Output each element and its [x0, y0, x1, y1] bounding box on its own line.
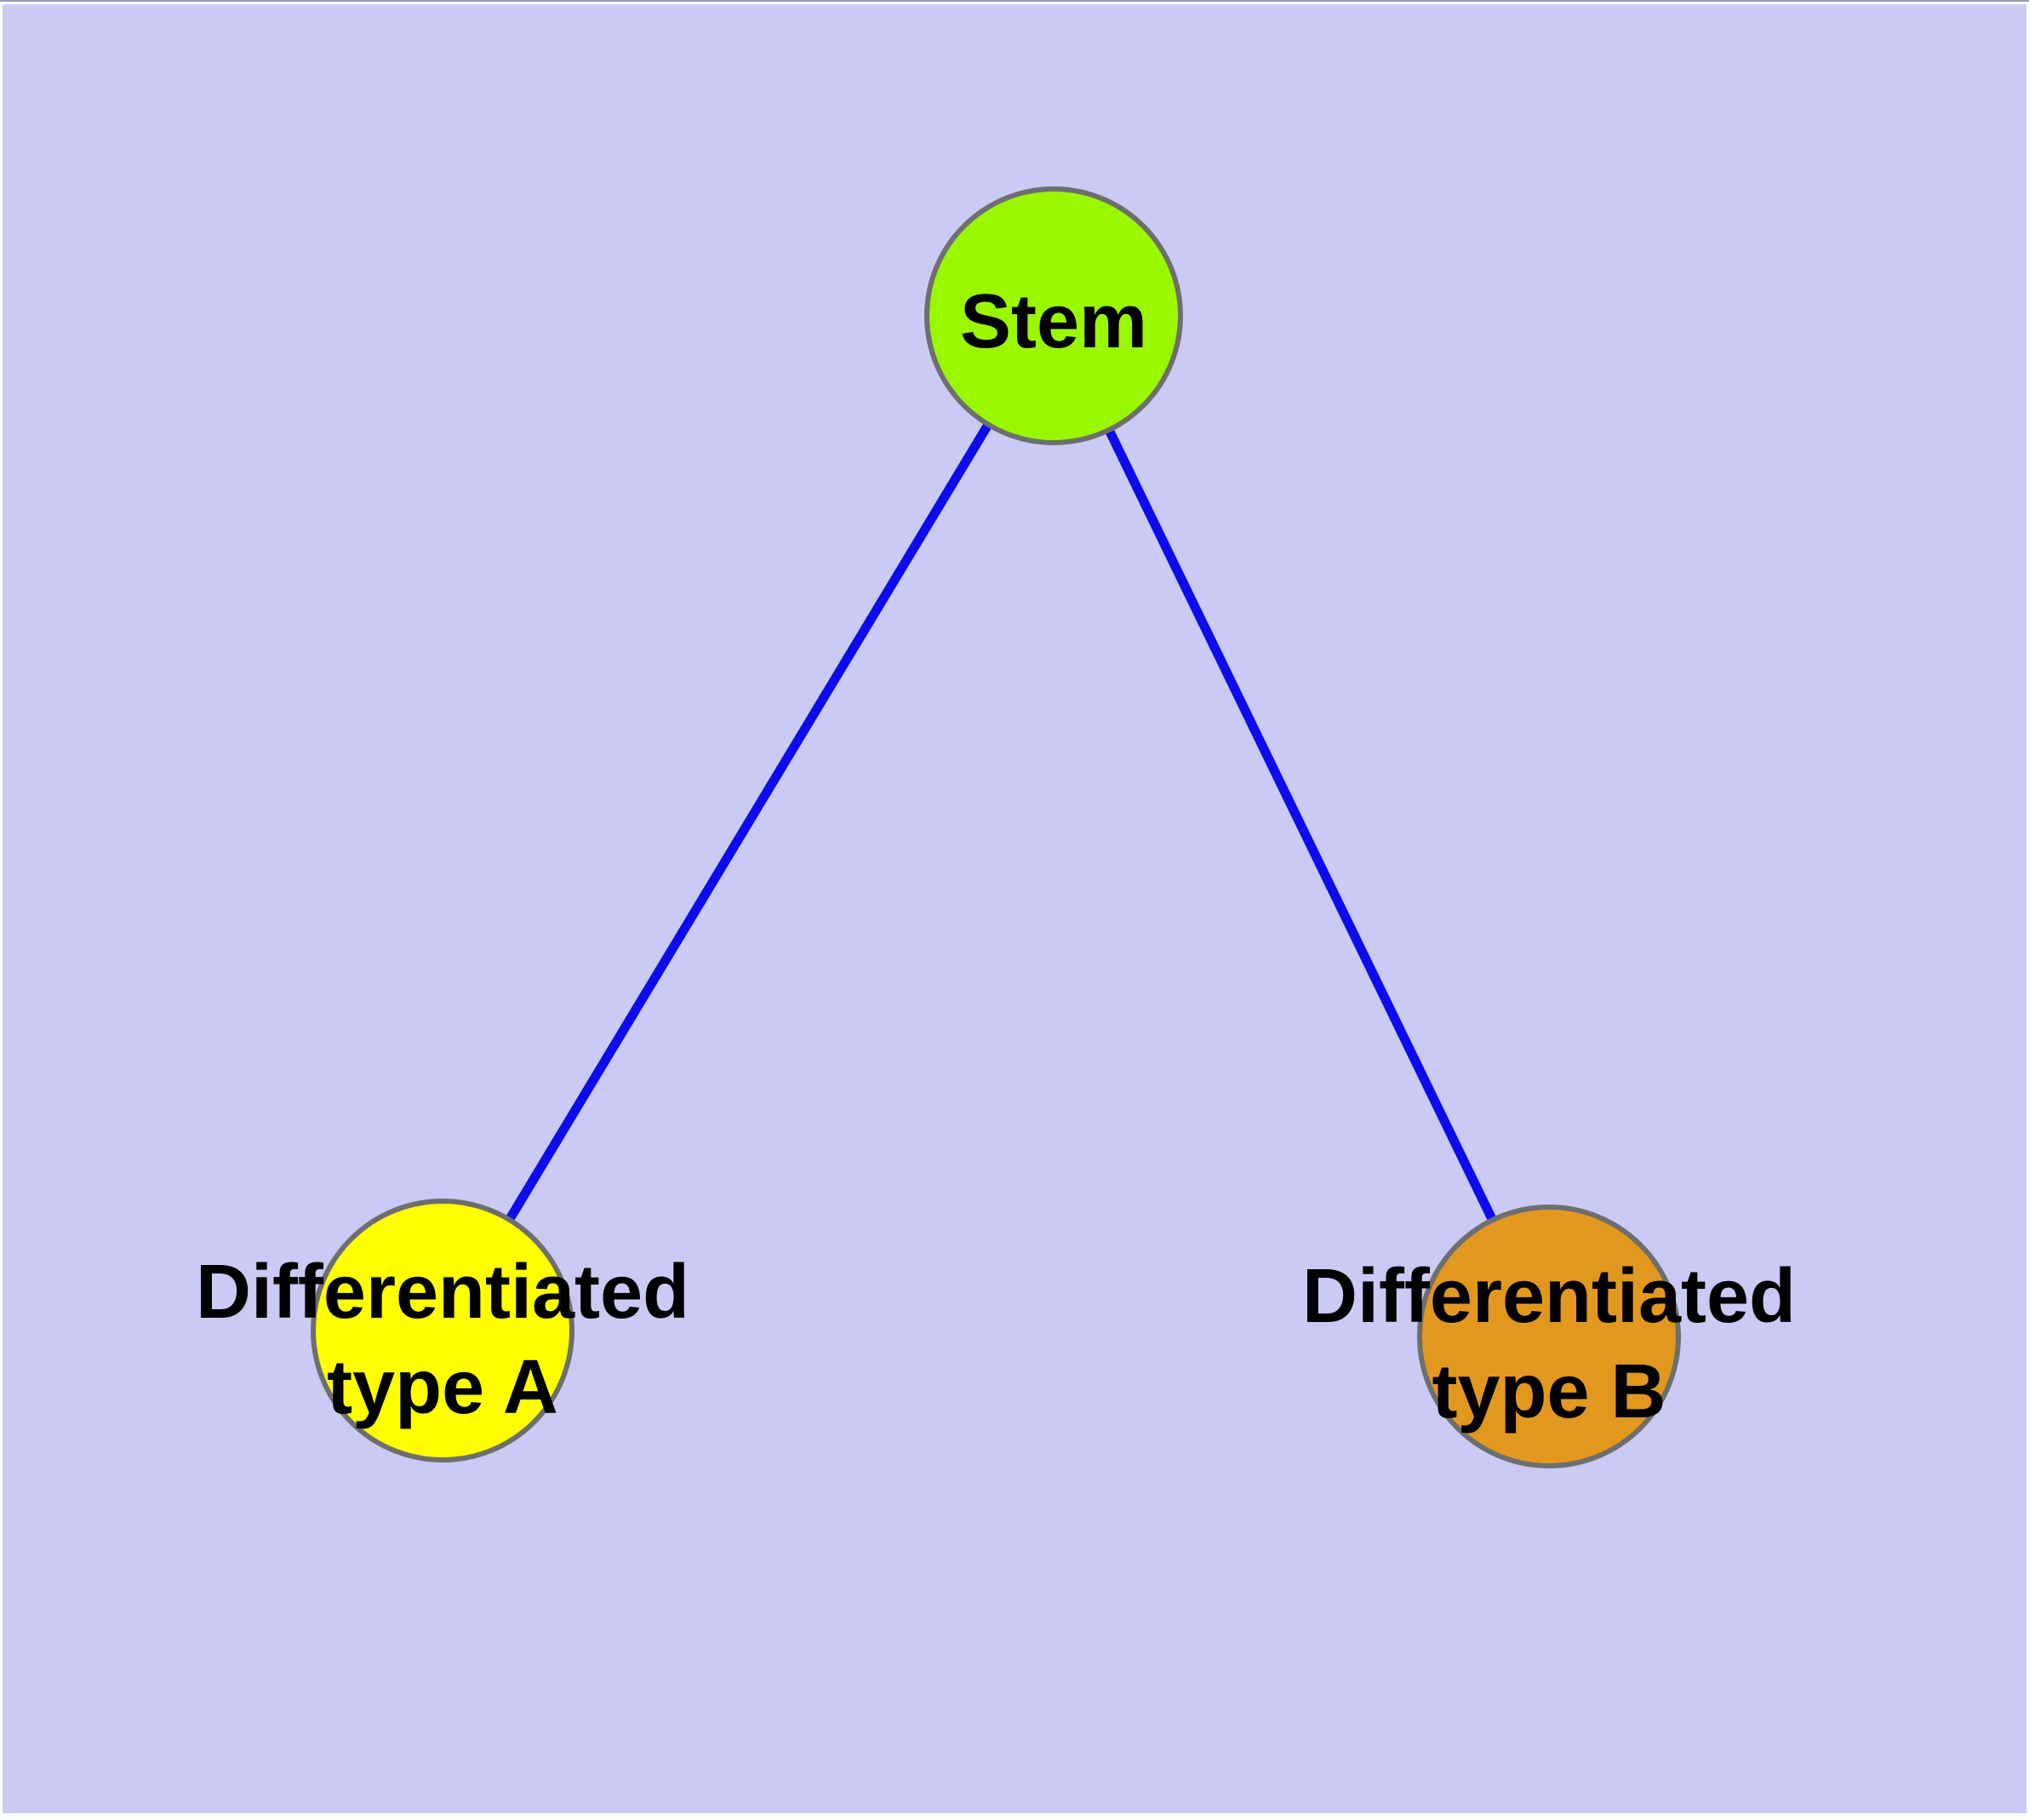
- node-type-b-label-line1: Differentiated: [1302, 1254, 1796, 1339]
- node-type-a-label-line2: type A: [327, 1345, 558, 1430]
- node-stem: [924, 186, 1183, 445]
- screen-top-edge: [0, 0, 2029, 2]
- edge-stem-to-type-a: [438, 313, 1058, 1333]
- node-differentiated-type-a: [311, 1199, 574, 1462]
- node-differentiated-type-b: [1417, 1205, 1681, 1468]
- node-type-a-label-line1: Differentiated: [196, 1250, 689, 1335]
- node-stem-label: Stem: [960, 279, 1147, 364]
- node-type-b-label-line2: type B: [1432, 1349, 1666, 1434]
- edge-stem-to-type-b: [1049, 313, 1553, 1339]
